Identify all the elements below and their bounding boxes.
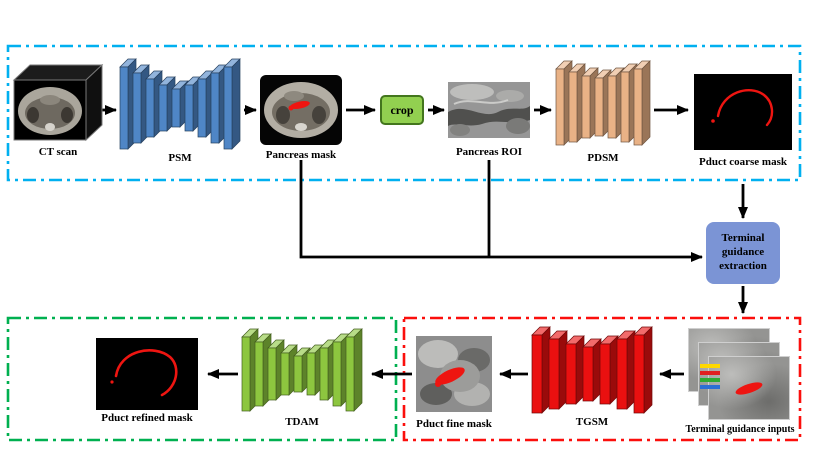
fine-duct-region [435,367,465,385]
pduct-refined-mask-image [96,338,198,410]
pduct-fine-mask-label: Pduct fine mask [416,418,492,430]
terminal-guidance-extraction-label: Terminal guidance extraction [719,232,767,272]
guidance-input-card-front [708,356,790,420]
ct-slice-graphic [18,87,82,135]
guidance-stripe-marks [700,364,720,392]
pduct-coarse-mask-label: Pduct coarse mask [699,156,787,168]
fine-stage-box [402,316,802,442]
pduct-coarse-mask-image [694,74,792,150]
crop-label: crop [390,102,414,117]
stripe-yellow [700,364,720,368]
pduct-refined-mask-label: Pduct refined mask [101,412,193,424]
pancreas-roi-image [448,82,530,138]
crop-operation: crop [380,95,424,125]
pancreas-mask-label: Pancreas mask [265,149,337,161]
stripe-red [700,371,720,375]
pdsm-network [555,60,651,146]
coarse-stage-box [6,44,802,182]
pduct-fine-mask-image [416,336,492,412]
coarse-duct-curve [716,89,774,127]
tgsm-label: TGSM [575,416,609,428]
terminal-guidance-extraction-box: Terminal guidance extraction [706,222,780,284]
ct-scan-image [12,64,104,142]
psm-network [119,58,241,150]
duct-seed-mark [734,379,764,398]
ct-scan-label: CT scan [38,146,78,158]
refined-duct-curve [114,349,178,397]
tdam-label: TDAM [285,416,319,428]
pancreas-mask-image [260,75,342,145]
pdsm-label: PDSM [587,152,619,164]
tgsm-network [531,326,653,414]
tdam-network [241,328,363,412]
pancreas-roi-label: Pancreas ROI [455,146,523,158]
stripe-blue [700,385,720,389]
feed-line-mask [299,160,703,262]
psm-label: PSM [168,152,192,164]
stripe-green [700,378,720,382]
terminal-guidance-inputs-label: Terminal guidance inputs [685,424,795,435]
refine-stage-box [6,316,398,442]
pancreas-highlight [290,100,310,110]
